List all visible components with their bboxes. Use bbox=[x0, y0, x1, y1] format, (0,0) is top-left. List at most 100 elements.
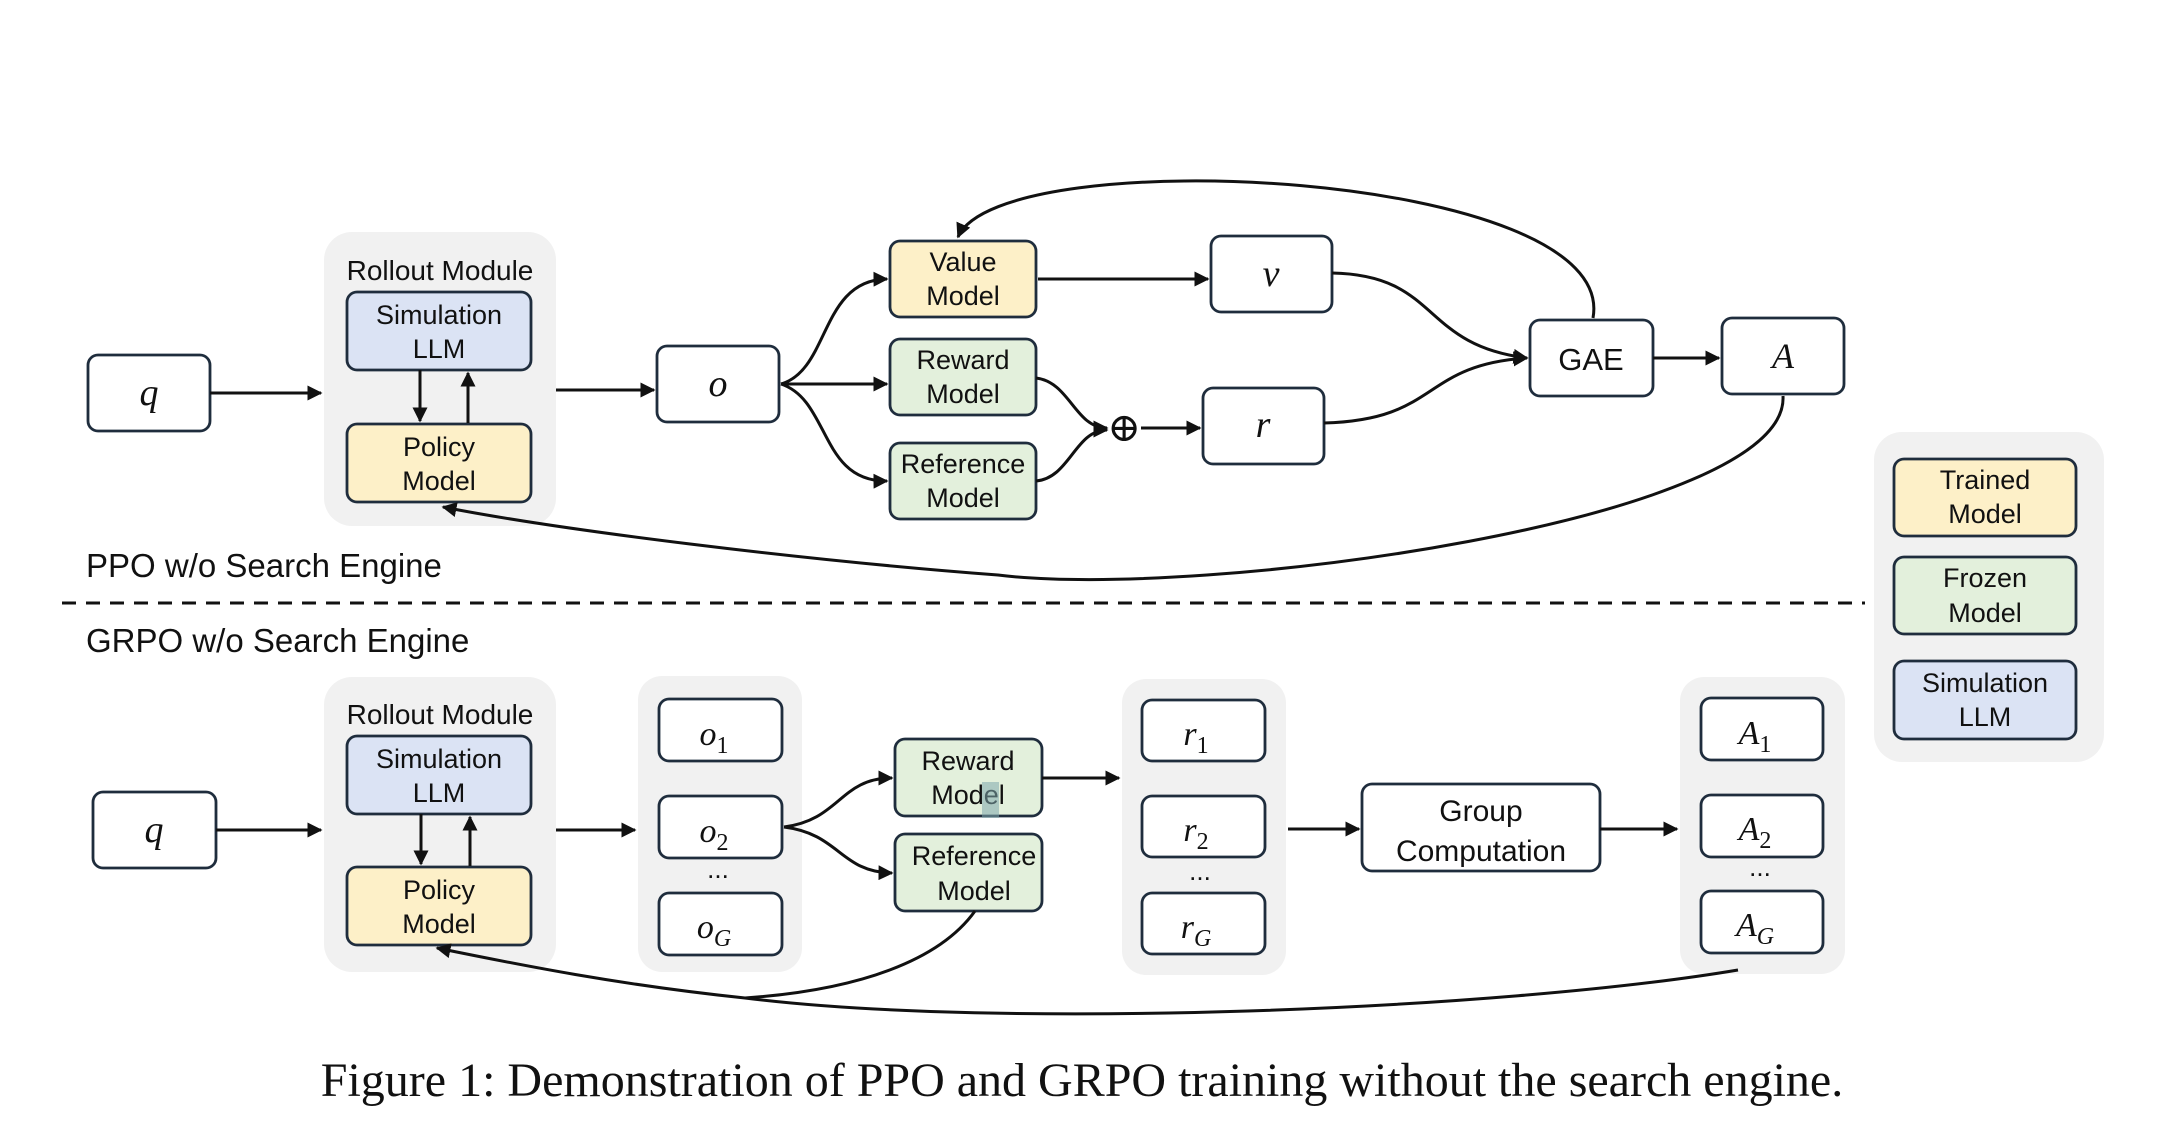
grpo-o-ellipsis: ... bbox=[707, 854, 729, 884]
grpo-A1-sub: 1 bbox=[1759, 732, 1771, 758]
ppo-value-line2: Model bbox=[926, 281, 1000, 311]
ppo-a-box bbox=[1720, 316, 1846, 396]
ppo-q-label: q bbox=[140, 372, 159, 414]
ppo-a-label: A bbox=[1770, 336, 1795, 376]
grpo-o2-sub: 2 bbox=[717, 830, 729, 856]
grpo-policy-line1: Policy bbox=[403, 875, 476, 905]
grpo-r-ellipsis: ... bbox=[1189, 856, 1211, 886]
grpo-reward-highlight bbox=[982, 782, 999, 818]
ppo-reference-line2: Model bbox=[926, 483, 1000, 513]
grpo-section-label: GRPO w/o Search Engine bbox=[86, 622, 469, 659]
ppo-r-box bbox=[1201, 386, 1326, 466]
ppo-rollout-title: Rollout Module bbox=[347, 255, 534, 286]
grpo-A-ellipsis: ... bbox=[1749, 852, 1771, 882]
grpo-AG-sub: G bbox=[1757, 924, 1774, 950]
grpo-section: GRPO w/o Search Engine q Rollout Module … bbox=[86, 622, 1845, 1016]
ppo-gae-label: GAE bbox=[1558, 342, 1623, 377]
ppo-sim-line2: LLM bbox=[413, 334, 466, 364]
grpo-advantages-to-policy-feedback-arrow bbox=[435, 943, 1739, 1016]
ppo-section-label: PPO w/o Search Engine bbox=[86, 547, 442, 584]
legend-frozen-line2: Model bbox=[1948, 598, 2022, 628]
grpo-o2-base: o bbox=[700, 813, 717, 850]
grpo-r1-base: r bbox=[1183, 716, 1197, 753]
grpo-AG-base: A bbox=[1734, 907, 1757, 944]
grpo-A2-label: A2 bbox=[1737, 811, 1772, 854]
grpo-o2-to-reference-arrow bbox=[783, 825, 894, 881]
legend-simulation-line2: LLM bbox=[1959, 702, 2012, 732]
grpo-group-line1: Group bbox=[1439, 795, 1522, 828]
grpo-rollout-title: Rollout Module bbox=[347, 699, 534, 730]
grpo-r2-box bbox=[1140, 794, 1267, 859]
grpo-o2-label: o2 bbox=[700, 813, 729, 856]
ppo-gae-to-value-feedback-arrow bbox=[956, 179, 1596, 319]
ppo-r-label: r bbox=[1256, 404, 1271, 446]
ppo-v-to-gae-arrow bbox=[1331, 271, 1529, 364]
grpo-rG-box bbox=[1140, 891, 1267, 956]
legend-simulation-llm bbox=[1892, 659, 2078, 741]
grpo-reference-model bbox=[893, 832, 1044, 913]
ppo-policy-line1: Policy bbox=[403, 432, 476, 462]
grpo-policy-line2: Model bbox=[402, 909, 476, 939]
grpo-oG-label: oG bbox=[697, 909, 731, 952]
ppo-reward-line1: Reward bbox=[916, 345, 1009, 375]
grpo-A1-box bbox=[1699, 696, 1825, 762]
grpo-r1-label: r1 bbox=[1183, 716, 1208, 759]
grpo-o1-box bbox=[657, 697, 784, 763]
grpo-r1-sub: 1 bbox=[1197, 733, 1209, 759]
grpo-reference-line1: Reference bbox=[912, 841, 1037, 871]
legend-trained-model bbox=[1892, 457, 2078, 538]
grpo-rG-sub: G bbox=[1194, 926, 1211, 952]
grpo-r2-label: r2 bbox=[1183, 812, 1208, 855]
ppo-policy-model bbox=[345, 422, 533, 504]
legend-frozen-model bbox=[1892, 555, 2078, 636]
grpo-sim-line1: Simulation bbox=[376, 744, 502, 774]
ppo-reward-model bbox=[888, 337, 1038, 417]
ppo-reward-to-plus-arrow bbox=[1035, 376, 1109, 436]
grpo-A2-base: A bbox=[1737, 811, 1760, 848]
grpo-A2-box bbox=[1699, 793, 1825, 859]
ppo-sim-line1: Simulation bbox=[376, 300, 502, 330]
legend-frozen-line1: Frozen bbox=[1943, 563, 2027, 593]
grpo-o1-sub: 1 bbox=[717, 733, 729, 759]
grpo-o1-base: o bbox=[700, 716, 717, 753]
grpo-reference-feedback-curve bbox=[744, 910, 977, 1000]
grpo-oG-sub: G bbox=[714, 926, 731, 952]
grpo-reward-line1: Reward bbox=[921, 746, 1014, 776]
grpo-rG-label: rG bbox=[1181, 909, 1212, 952]
grpo-r1-box bbox=[1140, 698, 1267, 763]
grpo-A1-label: A1 bbox=[1737, 715, 1772, 758]
grpo-r2-sub: 2 bbox=[1197, 829, 1209, 855]
grpo-group-line2: Computation bbox=[1396, 835, 1566, 868]
ppo-oplus-symbol: ⊕ bbox=[1107, 405, 1141, 450]
grpo-A1-base: A bbox=[1737, 715, 1760, 752]
ppo-r-to-gae-arrow bbox=[1323, 351, 1529, 425]
grpo-sim-line2: LLM bbox=[413, 778, 466, 808]
ppo-o-to-value-arrow bbox=[780, 271, 889, 386]
grpo-rG-base: r bbox=[1181, 909, 1195, 946]
ppo-a-to-policy-feedback-arrow bbox=[441, 395, 1785, 582]
ppo-reference-to-plus-arrow bbox=[1035, 422, 1109, 483]
grpo-q-label: q bbox=[145, 809, 164, 851]
ppo-v-label: v bbox=[1263, 253, 1280, 295]
grpo-oG-box bbox=[657, 891, 784, 957]
ppo-o-label: o bbox=[709, 363, 728, 405]
ppo-o-box bbox=[655, 344, 781, 424]
grpo-AG-label: AG bbox=[1734, 907, 1774, 950]
grpo-simulation-llm bbox=[345, 734, 533, 816]
ppo-section: q Rollout Module Simulation LLM Policy M… bbox=[86, 179, 1846, 584]
grpo-reference-line2: Model bbox=[937, 876, 1011, 906]
grpo-A2-sub: 2 bbox=[1759, 828, 1771, 854]
ppo-o-to-reference-arrow bbox=[780, 382, 889, 489]
grpo-o2-to-reward-arrow bbox=[783, 770, 894, 829]
ppo-value-line1: Value bbox=[929, 247, 996, 277]
grpo-o1-label: o1 bbox=[700, 716, 729, 759]
ppo-reward-line2: Model bbox=[926, 379, 1000, 409]
legend-trained-line2: Model bbox=[1948, 499, 2022, 529]
ppo-reference-line1: Reference bbox=[901, 449, 1026, 479]
ppo-policy-line2: Model bbox=[402, 466, 476, 496]
legend: Trained Model Frozen Model Simulation LL… bbox=[1874, 432, 2104, 762]
grpo-oG-base: o bbox=[697, 909, 714, 946]
ppo-simulation-llm bbox=[345, 290, 533, 372]
figure-caption: Figure 1: Demonstration of PPO and GRPO … bbox=[321, 1054, 1843, 1107]
